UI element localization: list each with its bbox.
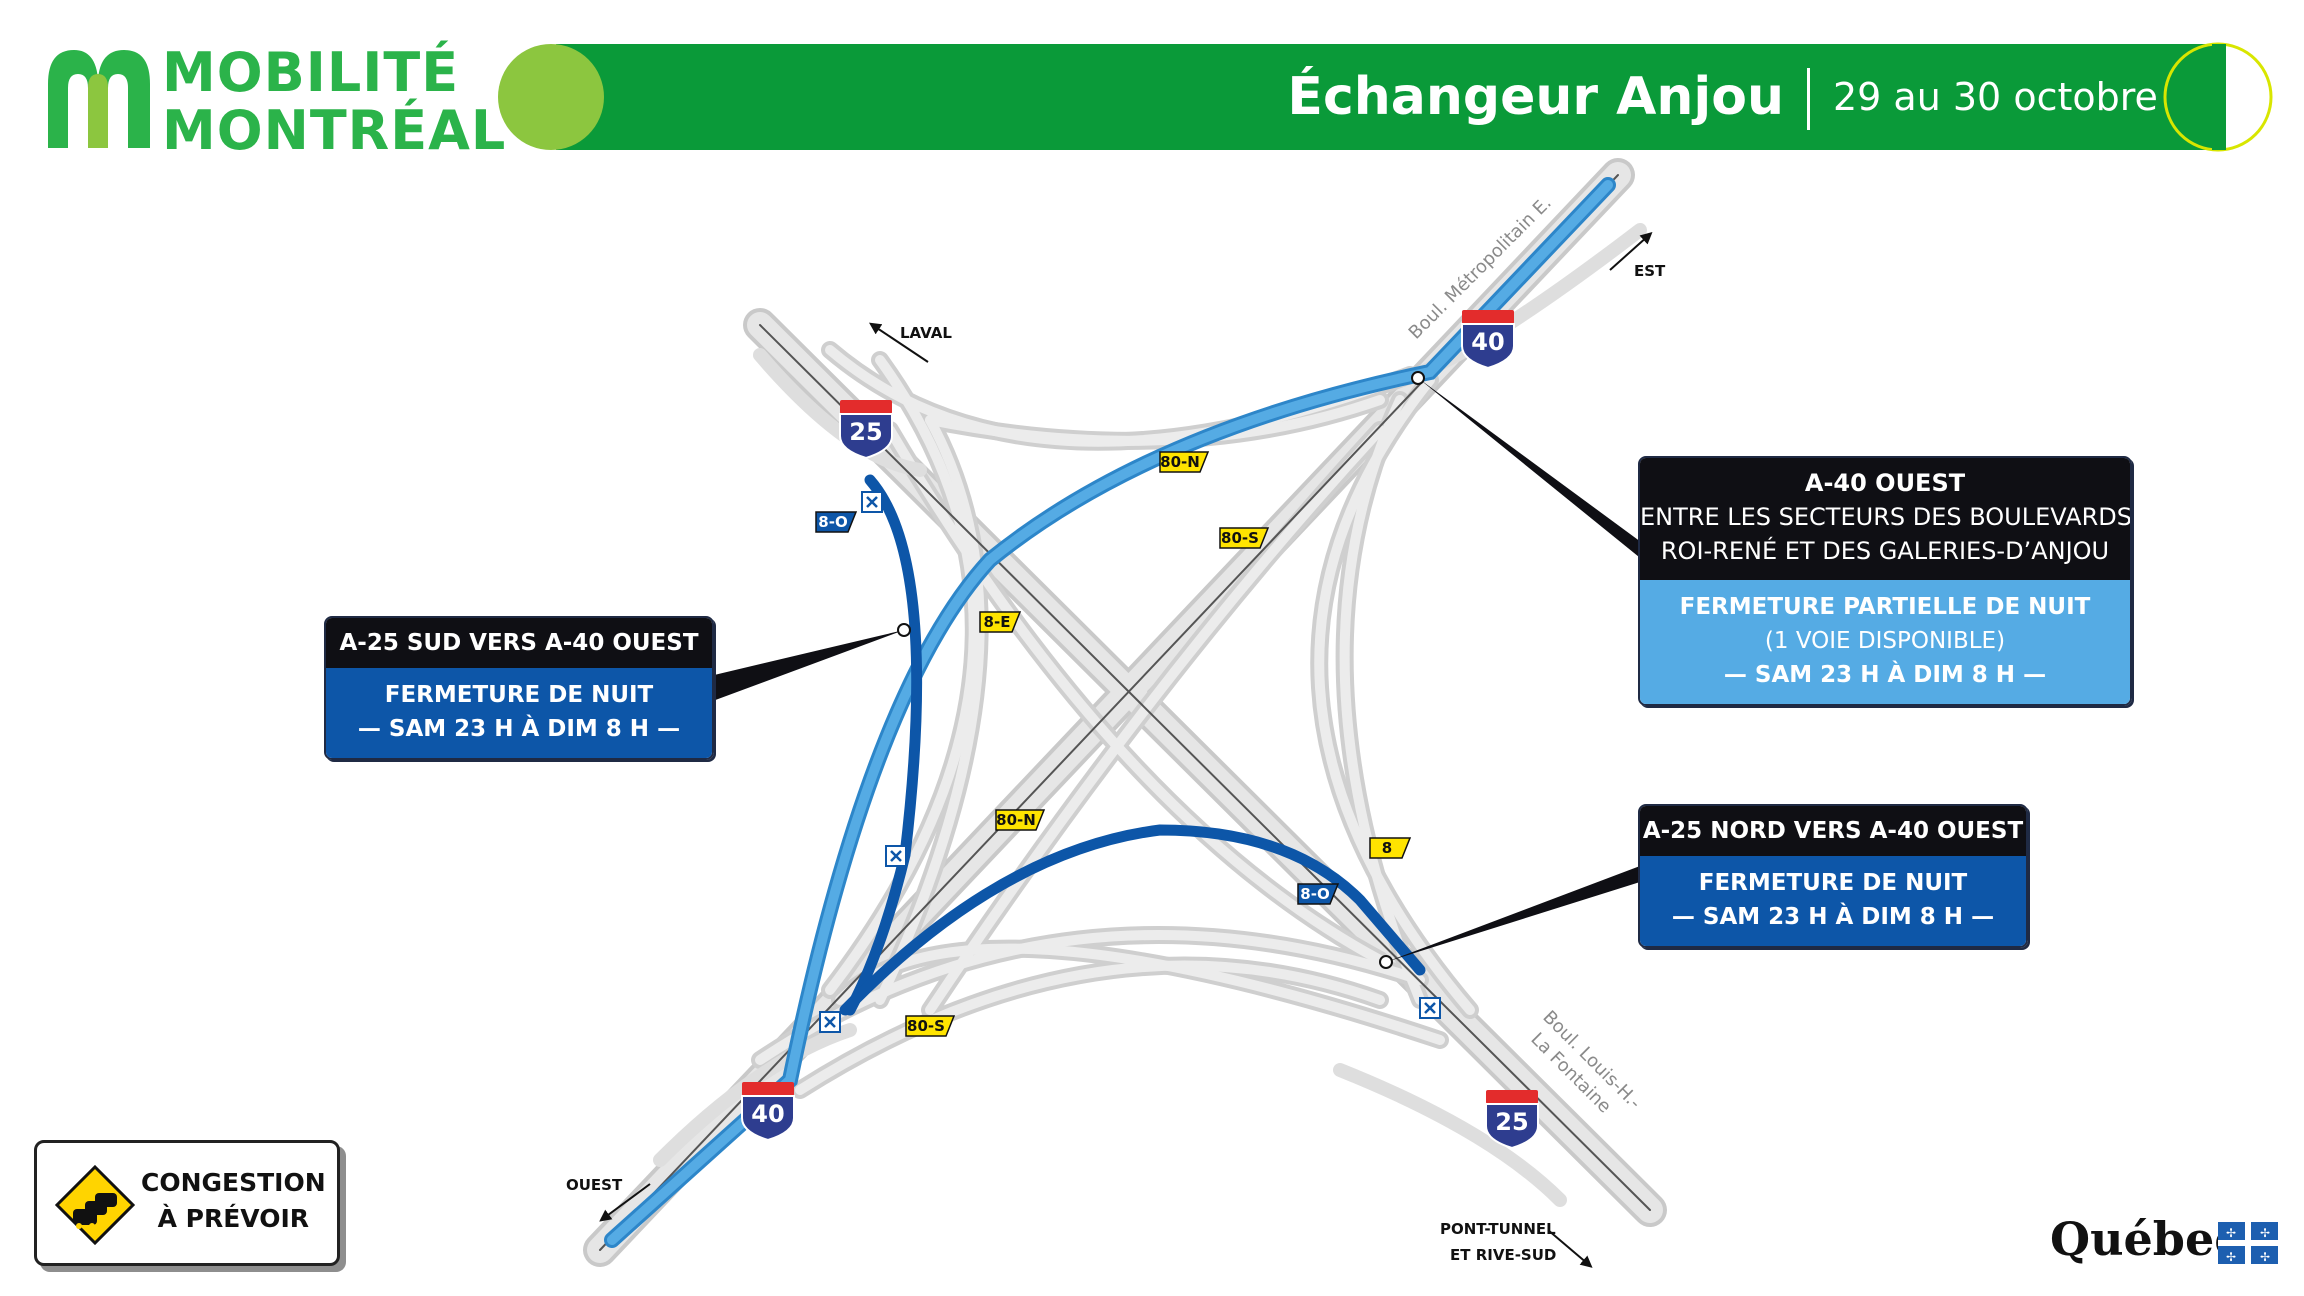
closed-lane-icon (885, 845, 907, 867)
arrow-ouest-icon (599, 1183, 651, 1222)
exit-80n-mid-text: 80-N (996, 811, 1036, 829)
callout-a25-nord-time: — SAM 23 H À DIM 8 H — (1671, 904, 1995, 930)
callout-a40-title: A-40 OUEST (1804, 469, 1966, 497)
direction-laval: LAVAL (900, 324, 952, 342)
callout-a25-sud-title: A-25 SUD VERS A-40 OUEST (339, 630, 699, 656)
logo-text: MOBILITÉ MONTRÉAL (162, 44, 506, 160)
callout-a25-nord-status: FERMETURE DE NUIT (1698, 870, 1968, 896)
exit-label-8e: 8-E (979, 611, 1022, 633)
direction-ouest: OUEST (566, 1176, 623, 1194)
congestion-line1: CONGESTION (141, 1168, 326, 1197)
shield-a40-top-number: 40 (1471, 328, 1504, 356)
logo-m-icon (48, 50, 150, 148)
logo-line1: MOBILITÉ (162, 41, 460, 104)
callout-a25-nord-header: A-25 NORD VERS A-40 OUEST (1640, 806, 2026, 856)
callout-a25-sud-header: A-25 SUD VERS A-40 OUEST (326, 618, 712, 668)
exit-label-80n-mid: 80-N (995, 809, 1046, 831)
exit-label-80s-top: 80-S (1219, 527, 1270, 549)
callout-a25-nord-body: FERMETURE DE NUIT — SAM 23 H À DIM 8 H — (1640, 856, 2026, 946)
banner-left-circle-icon (498, 44, 604, 150)
callout-a25-sud-status: FERMETURE DE NUIT (384, 682, 654, 708)
logo-line2: MONTRÉAL (162, 99, 507, 162)
arrow-est-icon (1609, 231, 1653, 271)
callout-a25-sud: A-25 SUD VERS A-40 OUEST FERMETURE DE NU… (324, 616, 714, 760)
a25-closure-routes (839, 474, 1426, 1016)
congestion-line2: À PRÉVOIR (157, 1204, 310, 1233)
exit-80s-top-text: 80-S (1221, 529, 1259, 547)
callout-a40-body: FERMETURE PARTIELLE DE NUIT (1 VOIE DISP… (1640, 580, 2130, 704)
callout-a40-detail: (1 VOIE DISPONIBLE) (1764, 628, 2006, 654)
closed-lane-icon (819, 1011, 841, 1033)
direction-pont-tunnel-1: PONT-TUNNEL (1440, 1220, 1556, 1238)
exit-8o-right-text: 8-O (1300, 885, 1329, 903)
callout-a40-line2: ROI-RENÉ ET DES GALERIES-D’ANJOU (1660, 537, 2110, 565)
date-label: 29 au 30 octobre (1833, 75, 2158, 119)
closure-markers (819, 491, 1441, 1033)
arrow-pont-tunnel-icon (1547, 1229, 1593, 1268)
congestion-notice: CONGESTION À PRÉVOIR (34, 1140, 340, 1266)
a40-ouest-partial-closure-route (604, 177, 1616, 1248)
exit-80n-top-text: 80-N (1160, 453, 1200, 471)
callout-a25-sud-body: FERMETURE DE NUIT — SAM 23 H À DIM 8 H — (326, 668, 712, 758)
title-separator (1807, 68, 1810, 130)
header-banner (556, 44, 2220, 150)
quebec-logo: Québec (2050, 1212, 2242, 1266)
exit-80s-bottom-text: 80-S (907, 1017, 945, 1035)
closed-lane-icon (1419, 997, 1441, 1019)
quebec-wordmark: Québec (2050, 1212, 2243, 1266)
svg-text:✢: ✢ (2226, 1226, 2236, 1240)
exit-8o-left-text: 8-O (818, 513, 847, 531)
exit-label-8: 8 (1369, 837, 1412, 859)
exit-label-80s-bottom: 80-S (905, 1015, 956, 1037)
quebec-flag-icon: ✢ ✢ ✢ ✢ (2218, 1222, 2278, 1264)
svg-text:✢: ✢ (2260, 1226, 2270, 1240)
banner-right-circle-icon (2163, 42, 2273, 152)
svg-text:✢: ✢ (2226, 1250, 2236, 1264)
arrow-laval-icon (869, 322, 929, 363)
callout-a40-line1: ENTRE LES SECTEURS DES BOULEVARDS (1640, 503, 2132, 531)
exit-label-8o-right: 8-O (1297, 883, 1340, 905)
shield-a25-top-icon: 25 (839, 400, 893, 460)
shield-a25-top-number: 25 (849, 418, 882, 446)
shield-a25-bottom-icon: 25 (1485, 1090, 1539, 1150)
callout-a25-nord-title: A-25 NORD VERS A-40 OUEST (1642, 818, 2024, 844)
callout-a25-sud-time: — SAM 23 H À DIM 8 H — (357, 716, 681, 742)
callout-a25-nord: A-25 NORD VERS A-40 OUEST FERMETURE DE N… (1638, 804, 2028, 948)
callout-a40-ouest: A-40 OUEST ENTRE LES SECTEURS DES BOULEV… (1638, 456, 2132, 706)
direction-indicators: LAVAL EST OUEST PONT-TUNNEL ET RIVE-SUD (566, 231, 1666, 1268)
callout-pointers (710, 371, 1660, 969)
exit-8-text: 8 (1382, 839, 1392, 857)
exit-8e-text: 8-E (984, 613, 1011, 631)
shield-a40-bottom-number: 40 (751, 1100, 784, 1128)
shield-a40-top-icon: 40 (1461, 310, 1515, 370)
exit-label-8o-left: 8-O (815, 511, 858, 533)
svg-text:✢: ✢ (2260, 1250, 2270, 1264)
traffic-jam-icon (55, 1165, 135, 1245)
callout-a40-status: FERMETURE PARTIELLE DE NUIT (1679, 594, 2091, 620)
page-title: Échangeur Anjou (1287, 67, 1784, 127)
callout-a40-time: — SAM 23 H À DIM 8 H — (1723, 662, 2047, 688)
shield-a40-bottom-icon: 40 (741, 1082, 795, 1142)
direction-pont-tunnel-2: ET RIVE-SUD (1450, 1246, 1556, 1264)
shield-a25-bottom-number: 25 (1495, 1108, 1528, 1136)
direction-est: EST (1634, 262, 1666, 280)
callout-a40-header: A-40 OUEST ENTRE LES SECTEURS DES BOULEV… (1640, 458, 2130, 580)
closed-lane-icon (861, 491, 883, 513)
congestion-text: CONGESTION À PRÉVOIR (141, 1165, 326, 1237)
exit-label-80n-top: 80-N (1159, 451, 1210, 473)
